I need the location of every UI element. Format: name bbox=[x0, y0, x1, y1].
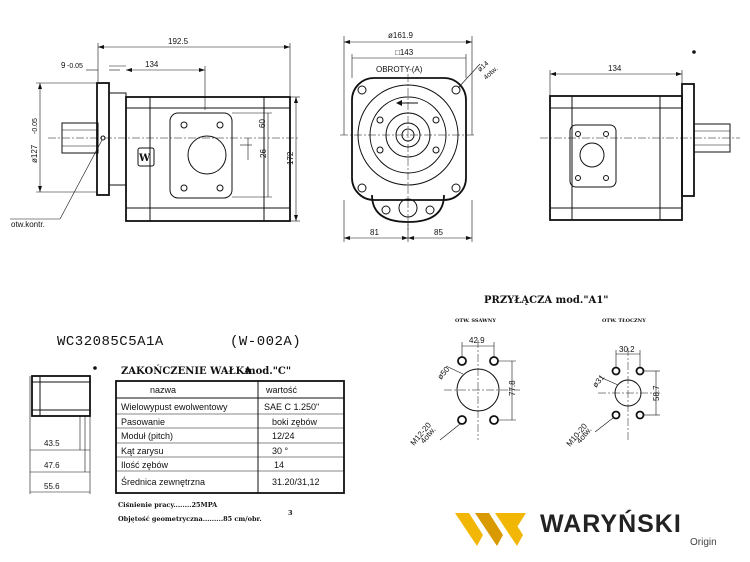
shaft-dim-2: 47.6 bbox=[44, 461, 60, 470]
pressure-height: 58.7 bbox=[652, 385, 661, 401]
suction-width: 42.9 bbox=[469, 336, 485, 345]
dim-pilot: ø127 bbox=[30, 144, 39, 163]
table-row-5-value: 31.20/31,12 bbox=[272, 477, 320, 487]
table-row-0-name: Wielowypust ewolwentowy bbox=[121, 402, 228, 412]
table-header-value: wartość bbox=[265, 385, 298, 395]
table-row-1-name: Pasowanie bbox=[121, 417, 165, 427]
model-code: WC32085C5A1A bbox=[57, 334, 164, 350]
back-dim-body: 134 bbox=[608, 64, 622, 73]
dim-height: 172 bbox=[286, 151, 295, 165]
table-row-1-value: boki zębów bbox=[272, 417, 318, 427]
table-row-3-name: Kąt zarysu bbox=[121, 446, 164, 456]
shaft-detail: 43.5 47.6 55.6 bbox=[29, 366, 97, 494]
brand-name: WARYŃSKI bbox=[540, 509, 682, 538]
dim-flange: 9 bbox=[61, 61, 66, 70]
dim-overall: 192.5 bbox=[168, 37, 189, 46]
logo-mark-icon bbox=[455, 513, 483, 546]
suction-height: 77.8 bbox=[508, 380, 517, 396]
shaft-table: nazwa wartość Wielowypust ewolwentowy SA… bbox=[115, 380, 345, 494]
note-pressure: Ciśnienie pracy........25MPA bbox=[118, 501, 218, 509]
dim-port-26: 26 bbox=[259, 149, 268, 158]
model-variant: (W-002A) bbox=[230, 334, 301, 350]
pressure-label: OTW. TŁOCZNY bbox=[602, 318, 646, 324]
table-row-3-value: 30 ° bbox=[272, 446, 289, 456]
pressure-width: 30.2 bbox=[619, 345, 635, 354]
dim-pilot-tol: -0.05 bbox=[32, 118, 39, 134]
shaft-mod: mod."C" bbox=[245, 366, 291, 377]
note-volume-sup: 3 bbox=[288, 509, 293, 517]
suction-dia: ø50 bbox=[436, 365, 452, 382]
side-view: W 192.5 134 9 -0.05 ø127 -0.05 60 bbox=[10, 37, 300, 229]
connection-title: PRZYŁĄCZA mod."A1" bbox=[484, 295, 609, 306]
brand-sub: Origin bbox=[690, 537, 717, 548]
body-logo: W bbox=[138, 153, 151, 164]
rotation-label: OBROTY-(A) bbox=[376, 65, 423, 74]
table-row-5-name: Średnica zewnętrzna bbox=[121, 476, 205, 487]
dim-body: 134 bbox=[145, 60, 159, 69]
table-header-name: nazwa bbox=[150, 385, 176, 395]
suction-label: OTW. SSAWNY bbox=[455, 318, 496, 324]
shaft-title: ZAKOŃCZENIE WAŁKA bbox=[121, 365, 252, 377]
dim-flange-tol: -0.05 bbox=[67, 63, 83, 70]
pressure-port: OTW. TŁOCZNY 30.2 58.7 ø31 M10-20 4otw. bbox=[565, 318, 661, 448]
pressure-dia: ø31 bbox=[591, 373, 607, 390]
dim-left: 81 bbox=[370, 228, 379, 237]
dim-port-60: 60 bbox=[258, 119, 267, 128]
table-row-2-value: 12/24 bbox=[272, 431, 295, 441]
brand-logo: WARYŃSKI Origin bbox=[455, 509, 717, 548]
shaft-dim-1: 43.5 bbox=[44, 439, 60, 448]
dim-right: 85 bbox=[434, 228, 443, 237]
table-row-4-name: Ilość zębów bbox=[121, 460, 169, 470]
table-row-0-value: SAE C 1.250" bbox=[264, 402, 319, 412]
table-row-2-name: Moduł (pitch) bbox=[121, 431, 173, 441]
dim-square: □143 bbox=[395, 48, 414, 57]
suction-port: OTW. SSAWNY 42.9 77.8 ø50 M12-20 4otw. bbox=[409, 318, 520, 447]
front-view: ø161.9 □143 OBROTY-(A) ø14 4otw. 81 85 bbox=[340, 31, 500, 242]
shaft-dim-3: 55.6 bbox=[44, 482, 60, 491]
dim-dia: ø161.9 bbox=[388, 31, 413, 40]
table-row-4-value: 14 bbox=[274, 460, 284, 470]
label-kontr: otw.kontr. bbox=[11, 220, 45, 229]
note-volume: Objętość geometryczna.........85 cm/obr. bbox=[118, 515, 262, 523]
back-view: 134 bbox=[540, 50, 740, 221]
